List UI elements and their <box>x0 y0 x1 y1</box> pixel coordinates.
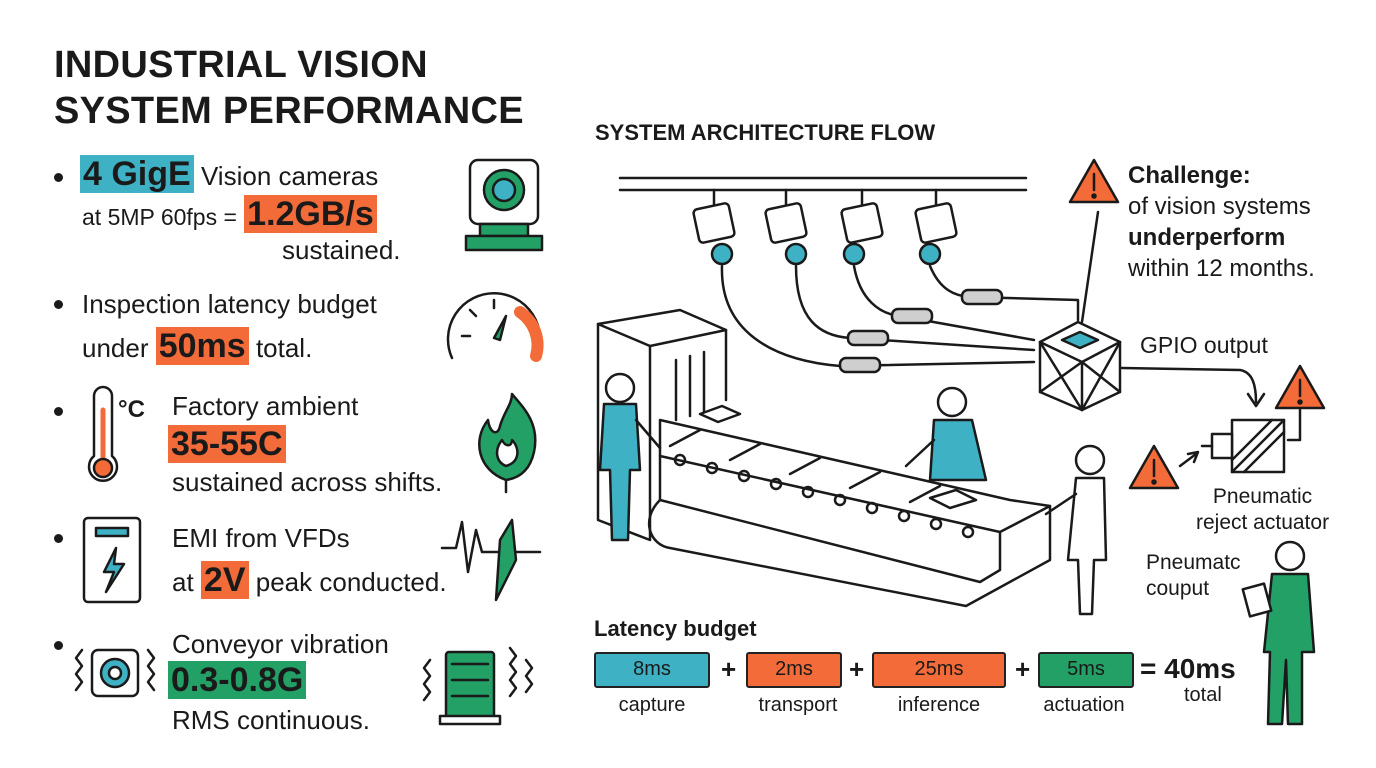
bullet-cameras-line1: 4 GigE Vision cameras <box>80 155 378 193</box>
warning-icon <box>1128 444 1180 490</box>
latency-total: = 40ms <box>1140 653 1236 684</box>
worker-figure <box>598 372 662 542</box>
processing-unit <box>1038 320 1122 412</box>
bullet-dot <box>54 641 63 650</box>
latency-budget-title: Latency budget <box>594 616 757 641</box>
vibration-motor-icon <box>422 646 534 726</box>
thermometer-icon <box>87 385 119 482</box>
caption-actuation: actuation <box>1043 694 1125 716</box>
plus-sign: + <box>721 654 737 684</box>
overhead-camera <box>692 188 736 266</box>
latency-total-label: total <box>1184 684 1222 706</box>
caption-capture: capture <box>618 694 686 716</box>
emi-wave-icon <box>440 518 542 602</box>
caption-transport: transport <box>758 694 838 716</box>
bullet-ambient-line2: 35-55C <box>168 425 286 463</box>
flame-icon <box>478 392 537 494</box>
actuator-label: Pneumatic reject actuator <box>1196 485 1330 534</box>
bullet-dot <box>54 534 63 543</box>
page-title: INDUSTRIAL VISION SYSTEM PERFORMANCE <box>54 44 524 132</box>
warning-icon <box>1274 364 1326 410</box>
warning-icon <box>1068 158 1120 204</box>
worker-figure <box>904 386 988 482</box>
bullet-latency-line1: Inspection latency budget <box>82 289 377 319</box>
gauge-icon <box>446 292 544 362</box>
bullet-emi-line2: at 2V peak conducted. <box>172 561 447 599</box>
plus-sign: + <box>1015 654 1031 684</box>
pneumatic-actuator <box>1200 418 1286 474</box>
bullet-vibration-line3: RMS continuous. <box>172 705 370 735</box>
bullet-dot <box>54 173 63 182</box>
plus-sign: + <box>849 654 865 684</box>
latency-stage-capture: 8ms <box>594 652 710 688</box>
worker-figure <box>1241 540 1316 726</box>
bullet-dot <box>54 407 63 416</box>
bullet-latency-line2: under 50ms total. <box>82 327 313 365</box>
celsius-unit: °C <box>118 396 145 423</box>
bullet-ambient-line1: Factory ambient <box>172 391 359 421</box>
latency-stage-transport: 2ms <box>746 652 842 688</box>
overhead-camera <box>914 188 958 266</box>
latency-stage-inference: 25ms <box>872 652 1006 688</box>
bullet-cameras-line3: sustained. <box>282 235 401 265</box>
bullet-vibration-line1: Conveyor vibration <box>172 629 389 659</box>
camera-icon <box>464 158 544 252</box>
bullet-dot <box>54 300 63 309</box>
gpio-output-label: GPIO output <box>1140 332 1268 358</box>
vibration-sensor-icon <box>74 648 156 698</box>
latency-stage-actuation: 5ms <box>1038 652 1134 688</box>
bullet-vibration-line2: 0.3-0.8G <box>168 661 307 699</box>
worker-figure <box>1044 444 1108 616</box>
output-label: Pneumatc couput <box>1146 551 1241 600</box>
caption-inference: inference <box>897 694 981 716</box>
conveyor-belt <box>596 308 1052 608</box>
challenge-text: Challenge: of vision systems underperfor… <box>1128 162 1315 282</box>
overhead-camera <box>764 188 808 266</box>
emi-panel-icon <box>82 516 142 604</box>
overhead-camera <box>840 188 884 266</box>
bullet-ambient-line3: sustained across shifts. <box>172 467 443 497</box>
bullet-cameras-line2: at 5MP 60fps = 1.2GB/s <box>82 195 377 233</box>
architecture-title: SYSTEM ARCHITECTURE FLOW <box>595 120 936 145</box>
bullet-emi-line1: EMI from VFDs <box>172 523 350 553</box>
